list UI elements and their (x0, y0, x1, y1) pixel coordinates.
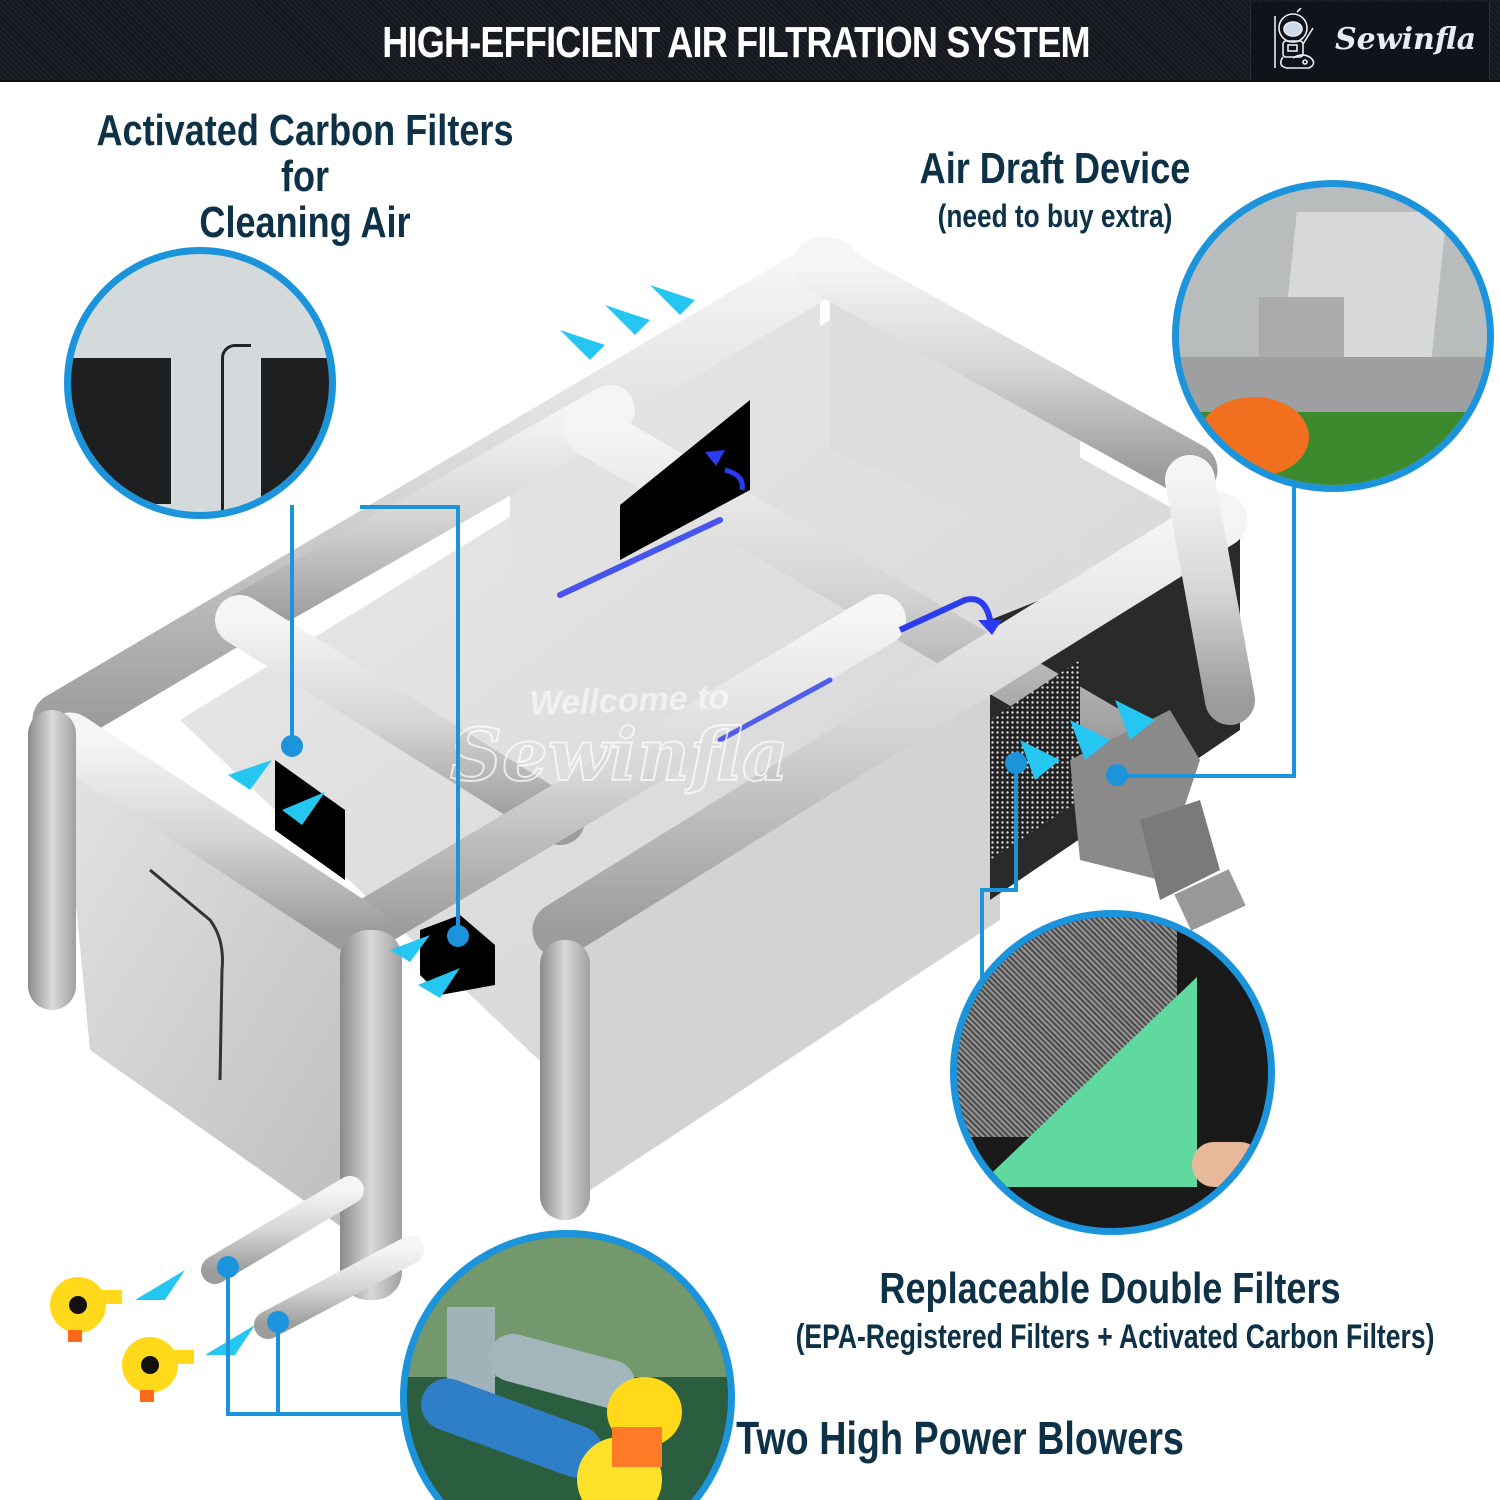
back-vent-window (620, 400, 750, 560)
blower-1 (50, 1277, 122, 1342)
connector-blower-h (226, 1412, 406, 1416)
top-tube-back (792, 237, 1218, 498)
watermark-line2: Sewinfla (450, 712, 788, 797)
marker-dot (447, 925, 469, 947)
blower-2 (122, 1337, 194, 1402)
label-blowers-title: Two High Power Blowers (736, 1412, 1184, 1464)
connector-carbon-top (360, 505, 460, 509)
label-carbon-filters: Activated Carbon Filters for Cleaning Ai… (40, 106, 570, 248)
side-wall (560, 660, 1000, 1210)
label-double-filters-subtitle: (EPA-Registered Filters + Activated Carb… (795, 1318, 1435, 1356)
carbon-filter-window-1 (275, 760, 345, 880)
intake-arrows-top (560, 285, 695, 360)
connector-carbon-2 (456, 505, 460, 935)
marker-dot (1106, 764, 1128, 786)
double-filters-photo (950, 910, 1275, 1235)
brand-name: Sewinfla (1335, 22, 1477, 57)
marker-dot (217, 1256, 239, 1278)
astronaut-mascot-icon (1274, 8, 1315, 69)
air-draft-photo (1172, 180, 1494, 492)
page-title: HIGH-EFFICIENT AIR FILTRATION SYSTEM (382, 18, 1090, 67)
brand-logo: Sewinfla (1250, 2, 1490, 80)
marker-dot (267, 1311, 289, 1333)
label-carbon-filters-line1: Activated Carbon Filters for (96, 106, 514, 202)
label-air-draft-title: Air Draft Device (919, 144, 1191, 193)
connector-blower-1 (226, 1265, 230, 1415)
header-bar: HIGH-EFFICIENT AIR FILTRATION SYSTEM Sew… (0, 0, 1500, 82)
label-double-filters-title: Replaceable Double Filters (879, 1264, 1341, 1313)
marker-dot (1005, 752, 1027, 774)
label-air-draft-subtitle: (need to buy extra) (937, 198, 1173, 234)
watermark-line1: Wellcome to (529, 678, 730, 723)
connector-airdraft-h (1120, 774, 1296, 778)
blowers-photo (400, 1230, 735, 1500)
connector-airdraft-v (1292, 485, 1296, 777)
connector-filter-h (980, 888, 1018, 892)
connector-blower-2 (276, 1320, 280, 1415)
connector-carbon-1 (290, 505, 294, 745)
front-end-wall (60, 740, 360, 1240)
carbon-filters-photo (64, 247, 336, 519)
marker-dot (281, 735, 303, 757)
carbon-filter-window-2 (420, 915, 495, 995)
label-carbon-filters-line2: Cleaning Air (199, 198, 411, 248)
connector-filter-v1 (1014, 760, 1018, 890)
